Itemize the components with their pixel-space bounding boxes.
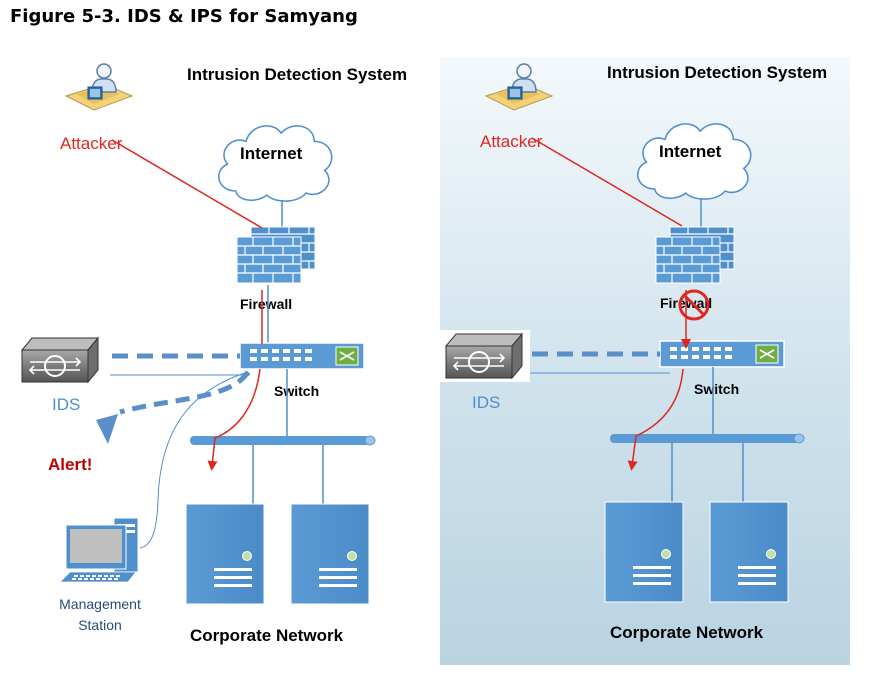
- switch-label: Switch: [274, 383, 319, 399]
- alert-arrowhead: [96, 414, 118, 444]
- firewall-icon: [236, 226, 316, 284]
- network-bus-icon: [610, 433, 805, 444]
- server-icon: [709, 501, 789, 603]
- internet-cloud-icon: [217, 125, 333, 202]
- attacker-label: Attacker: [480, 132, 543, 151]
- attack-path: [531, 137, 691, 471]
- panel-heading: Intrusion Detection System: [187, 65, 407, 84]
- ids-label: IDS: [472, 393, 500, 412]
- management-station-icon: [59, 517, 139, 583]
- ids-panel: Intrusion Detection System Attacker Inte…: [21, 63, 407, 645]
- switch-icon: [659, 340, 785, 368]
- attacker-person-icon: [65, 63, 133, 111]
- server-icon: [290, 503, 370, 605]
- internet-label: Internet: [240, 144, 303, 163]
- ids-appliance-icon: [21, 337, 99, 383]
- panel-heading: Intrusion Detection System: [607, 63, 827, 82]
- network-label: Corporate Network: [190, 626, 344, 645]
- firewall-label: Firewall: [240, 296, 292, 312]
- management-station-label-line1: Management: [59, 596, 141, 612]
- ids-appliance-icon: [445, 333, 523, 379]
- attacker-label: Attacker: [60, 134, 123, 153]
- network-bus-icon: [190, 435, 376, 446]
- ips-panel: Intrusion Detection System Attacker Inte…: [440, 63, 827, 642]
- management-station-label-line2: Station: [78, 617, 122, 633]
- attack-path: [111, 139, 263, 471]
- alert-label: Alert!: [48, 455, 92, 474]
- blocked-icon: [678, 289, 710, 321]
- server-icon: [185, 503, 265, 605]
- switch-icon: [239, 342, 365, 370]
- internet-label: Internet: [659, 142, 722, 161]
- server-icon: [604, 501, 684, 603]
- switch-label: Switch: [694, 381, 739, 397]
- ids-label: IDS: [52, 395, 80, 414]
- alert-signal-path: [119, 370, 251, 415]
- figure-title: Figure 5-3. IDS & IPS for Samyang: [10, 6, 358, 27]
- network-label: Corporate Network: [610, 623, 764, 642]
